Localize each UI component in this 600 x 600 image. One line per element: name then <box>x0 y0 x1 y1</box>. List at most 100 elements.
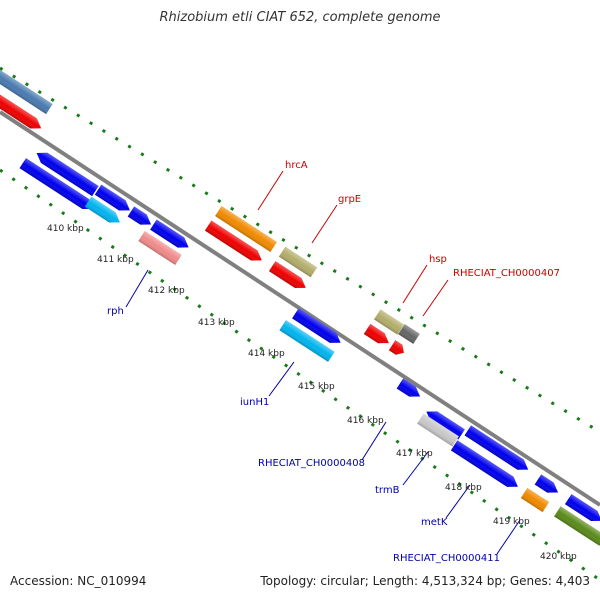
gene-label-iunh1[interactable]: iunH1 <box>240 397 269 408</box>
gene-blue-shading <box>426 411 465 440</box>
gene-silver[interactable] <box>417 413 459 447</box>
gene-salmon-shading <box>138 230 182 266</box>
kbp-label: 419 kbp <box>493 517 530 527</box>
gene-blue-shading <box>564 494 600 522</box>
gene-olive[interactable] <box>554 506 600 546</box>
gene-hrca[interactable] <box>215 205 277 253</box>
gene-label-hrcA[interactable]: hrcA <box>285 160 308 171</box>
callout-line <box>311 204 338 244</box>
reverse-gene-labels: rph iunH1 RHECIAT_CH0000408 trmB metK RH… <box>107 306 500 564</box>
callout-line <box>445 484 471 519</box>
gene-red[interactable] <box>363 323 392 348</box>
gene-orange-shading <box>520 487 550 513</box>
genome-backbone <box>0 110 600 507</box>
kbp-label: 420 kbp <box>540 552 577 562</box>
gene-label-rph[interactable]: rph <box>107 306 124 317</box>
gene-grpe-shading <box>278 246 318 278</box>
callout-line <box>496 519 521 555</box>
gene-label-hsp[interactable]: hsp <box>429 254 447 265</box>
gene-hsp[interactable] <box>373 309 405 335</box>
gene-red[interactable] <box>0 90 44 134</box>
kbp-label: 413 kbp <box>198 318 235 328</box>
topology-label: Topology: circular; Length: 4,513,324 bp… <box>260 574 590 588</box>
gene-red[interactable] <box>388 340 407 358</box>
gene-olive-shading <box>554 506 600 546</box>
inner-tick-track <box>0 168 600 582</box>
gene-label-callouts <box>125 170 521 555</box>
gene-blue-shading <box>464 425 529 470</box>
gene-blue-shading <box>94 184 130 211</box>
gene-cyan-shading <box>279 320 335 362</box>
gene-red-shading <box>0 90 42 129</box>
gene-red-shading <box>363 323 389 344</box>
gene-blue-shading <box>534 474 559 493</box>
gene-salmon[interactable] <box>138 230 182 266</box>
gene-blue[interactable] <box>450 440 521 491</box>
gene-cyan-shading <box>84 196 120 223</box>
callout-line <box>125 269 149 308</box>
gene-blue[interactable] <box>94 184 133 216</box>
gene-blue[interactable] <box>564 494 600 526</box>
callout-line <box>402 451 429 486</box>
gene-label-rheciat-ch0000407[interactable]: RHECIAT_CH0000407 <box>453 268 560 279</box>
gene-label-grpE[interactable]: grpE <box>338 194 361 205</box>
gene-gray[interactable] <box>398 324 420 344</box>
gene-red-shading <box>204 220 262 261</box>
map-title: Rhizobium etli CIAT 652, complete genome <box>159 10 441 25</box>
gene-label-rheciat-ch0000411[interactable]: RHECIAT_CH0000411 <box>393 553 500 564</box>
kbp-label: 411 kbp <box>97 255 134 265</box>
callout-line <box>361 421 387 461</box>
gene-blue-shading <box>150 219 189 248</box>
gene-blue-shading <box>19 158 94 210</box>
gene-grpe[interactable] <box>278 246 318 278</box>
gene-blue[interactable] <box>534 474 562 497</box>
gene-hsp-shading <box>373 309 405 335</box>
gene-red[interactable] <box>204 220 265 266</box>
gene-steel[interactable] <box>0 65 53 115</box>
gene-blue[interactable] <box>423 407 465 440</box>
gene-cyan[interactable] <box>279 320 335 362</box>
kbp-label: 412 kbp <box>148 286 185 296</box>
gene-blue-shading <box>396 378 421 397</box>
gene-steel-shading <box>0 65 53 115</box>
gene-label-metk[interactable]: metK <box>421 517 448 528</box>
gene-silver-shading <box>417 413 459 447</box>
gene-blue[interactable] <box>33 148 99 197</box>
gene-cyan[interactable] <box>84 196 123 228</box>
gene-features <box>0 65 600 546</box>
kbp-label: 410 kbp <box>47 224 84 234</box>
gene-blue[interactable] <box>464 425 532 474</box>
kbp-label: 418 kbp <box>445 483 482 493</box>
gene-blue-shading <box>292 308 341 343</box>
gene-label-rheciat-ch0000408[interactable]: RHECIAT_CH0000408 <box>258 458 365 469</box>
gene-label-trmb[interactable]: trmB <box>375 485 400 496</box>
forward-gene-labels: hrcA grpE hsp RHECIAT_CH0000407 <box>285 160 560 279</box>
gene-red[interactable] <box>268 261 309 293</box>
gene-gray-shading <box>398 324 420 344</box>
gene-blue-shading <box>36 152 99 197</box>
accession-label: Accession: NC_010994 <box>10 574 147 588</box>
gene-red-shading <box>268 261 306 289</box>
gene-blue[interactable] <box>19 158 97 214</box>
kbp-label: 417 kbp <box>396 449 433 459</box>
kbp-label: 416 kbp <box>347 416 384 426</box>
kbp-label: 415 kbp <box>298 382 335 392</box>
gene-blue-shading <box>450 440 518 487</box>
gene-blue[interactable] <box>396 378 424 401</box>
gene-orange[interactable] <box>520 487 550 513</box>
gene-blue[interactable] <box>150 219 192 253</box>
gene-hrca-shading <box>215 205 277 253</box>
callout-line <box>268 361 295 397</box>
gene-red-shading <box>388 340 404 355</box>
kbp-ruler: 410 kbp 411 kbp 412 kbp 413 kbp 414 kbp … <box>47 224 577 562</box>
gene-blue[interactable] <box>127 206 155 229</box>
callout-line <box>422 279 449 317</box>
gene-blue[interactable] <box>292 308 344 347</box>
outer-tick-track <box>0 66 600 434</box>
kbp-label: 414 kbp <box>248 349 285 359</box>
callout-line <box>257 170 284 211</box>
callout-line <box>402 264 428 304</box>
gene-blue-shading <box>127 206 152 225</box>
